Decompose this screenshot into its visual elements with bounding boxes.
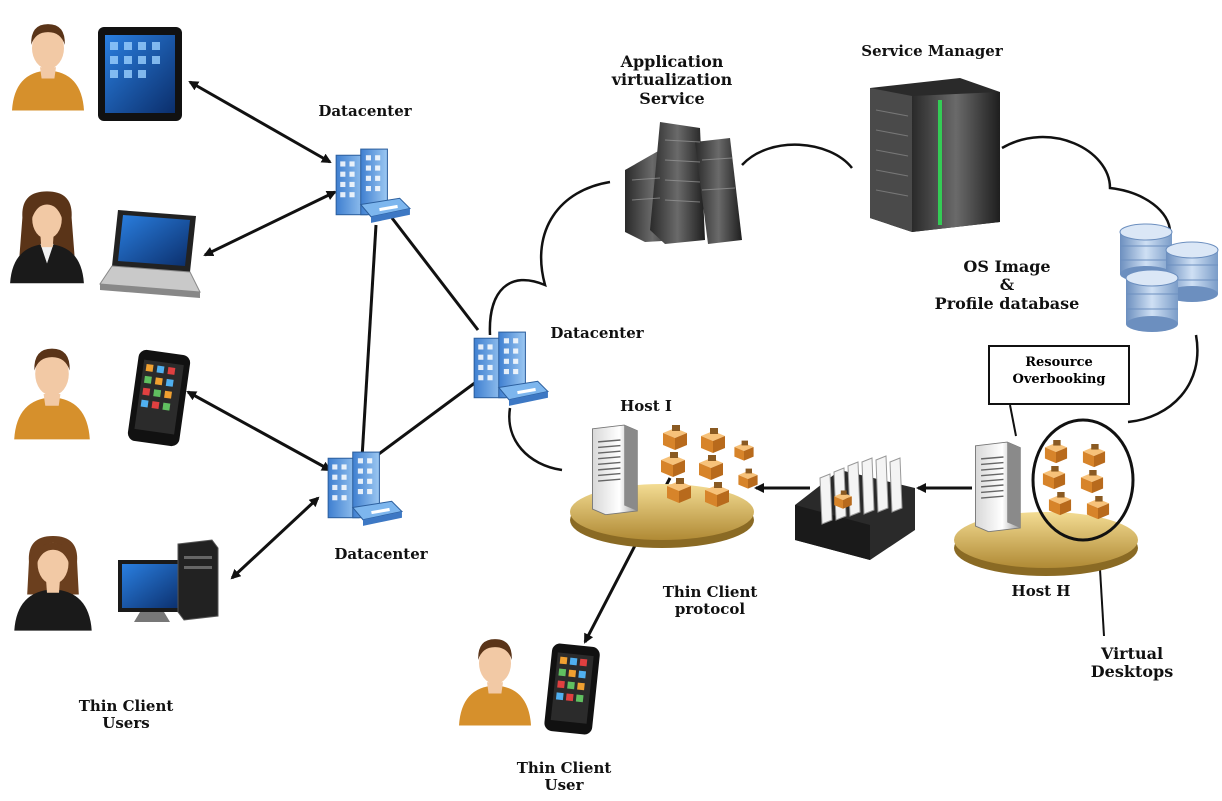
- user-2: [10, 191, 84, 284]
- male-user-icon: [12, 24, 84, 111]
- label-virtual-desktops-line-1: Virtual: [1100, 644, 1164, 663]
- label-host-i: Host I: [620, 397, 672, 415]
- datacenter-top-icon: [335, 148, 411, 224]
- label-thin-client-users: Thin Client Users: [56, 697, 196, 733]
- link-dc-top-dc-bottom: [360, 224, 378, 459]
- service-manager-server-icon: [870, 78, 1000, 232]
- label-app-virtualization-line-1: Application: [620, 52, 724, 71]
- vm-cluster-host-h: [1042, 440, 1110, 520]
- label-datacenter-top: Datacenter: [318, 102, 412, 120]
- label-os-image-line-2: &: [999, 275, 1015, 295]
- label-thin-client-user-line-2: User: [544, 776, 584, 795]
- arrow-tablet-datacenter: [188, 80, 332, 164]
- user-4: [14, 536, 92, 631]
- label-host-h: Host H: [1011, 582, 1071, 600]
- label-thin-client-user-line-1: Thin Client: [516, 759, 612, 777]
- datacenter-middle-icon: [473, 331, 549, 407]
- server-rack-icon: [625, 122, 742, 244]
- label-resource-overbooking-line-2: Overbooking: [1012, 371, 1106, 387]
- label-app-virtualization-line-3: Service: [639, 88, 705, 108]
- user-5: [459, 639, 531, 726]
- label-os-image-line-1: OS Image: [963, 257, 1051, 276]
- link-dc-top-dc-middle: [390, 217, 480, 331]
- female-user-icon: [10, 191, 84, 284]
- host-h-icon: [954, 418, 1138, 576]
- label-datacenter-middle: Datacenter: [550, 324, 644, 342]
- cloud-arc-dc-host: [508, 407, 563, 472]
- host-i-icon: [570, 424, 758, 548]
- female-user-icon: [14, 536, 92, 631]
- cloud-arc-top: [741, 143, 853, 169]
- label-service-manager: Service Manager: [861, 42, 1003, 60]
- smartphone-icon: [127, 349, 191, 447]
- label-thin-client-protocol-line-2: protocol: [674, 600, 746, 619]
- desktop-computer-icon: [118, 539, 219, 622]
- smartphone-icon: [544, 643, 600, 735]
- link-dc-bottom-dc-middle: [367, 380, 477, 464]
- label-virtual-desktops-line-2: Desktops: [1090, 662, 1174, 682]
- cloud-arc-left: [488, 180, 611, 336]
- male-user-icon: [459, 639, 531, 726]
- blade-server-icon: [795, 455, 915, 560]
- resource-overbooking-callout: Resource Overbooking: [988, 345, 1130, 405]
- laptop-icon: [99, 210, 201, 298]
- database-icon: [1119, 223, 1219, 332]
- user-1: [12, 24, 84, 111]
- label-virtual-desktops: Virtual Desktops: [1072, 644, 1192, 682]
- label-resource-overbooking-line-1: Resource: [1025, 355, 1093, 370]
- cloud-arc-right: [1001, 135, 1172, 233]
- connections: [186, 80, 1199, 644]
- label-app-virtualization: Application virtualization Service: [592, 52, 752, 108]
- male-user-icon: [14, 348, 90, 440]
- callout-pointer: [1009, 404, 1017, 437]
- label-thin-client-users-line-2: Users: [102, 714, 150, 733]
- arrow-phone-datacenter: [186, 390, 332, 472]
- vm-cluster-host-i: [661, 425, 758, 507]
- label-app-virtualization-line-2: virtualization: [611, 70, 733, 90]
- arrow-laptop-datacenter: [203, 190, 337, 257]
- label-thin-client-protocol: Thin Client protocol: [640, 583, 780, 619]
- label-os-image: OS Image & Profile database: [912, 257, 1102, 313]
- datacenter-bottom-icon: [327, 451, 403, 527]
- label-datacenter-bottom: Datacenter: [334, 545, 428, 563]
- label-thin-client-protocol-line-1: Thin Client: [662, 583, 758, 601]
- virtual-desktops-ring: [1031, 418, 1135, 542]
- label-os-image-line-3: Profile database: [934, 293, 1080, 313]
- label-thin-client-users-line-1: Thin Client: [78, 697, 174, 715]
- cloud-arc-db-host: [1127, 334, 1199, 424]
- arrow-desktop-datacenter: [230, 496, 320, 580]
- tablet-icon: [98, 27, 182, 121]
- user-3: [14, 348, 90, 440]
- label-thin-client-user: Thin Client User: [494, 759, 634, 795]
